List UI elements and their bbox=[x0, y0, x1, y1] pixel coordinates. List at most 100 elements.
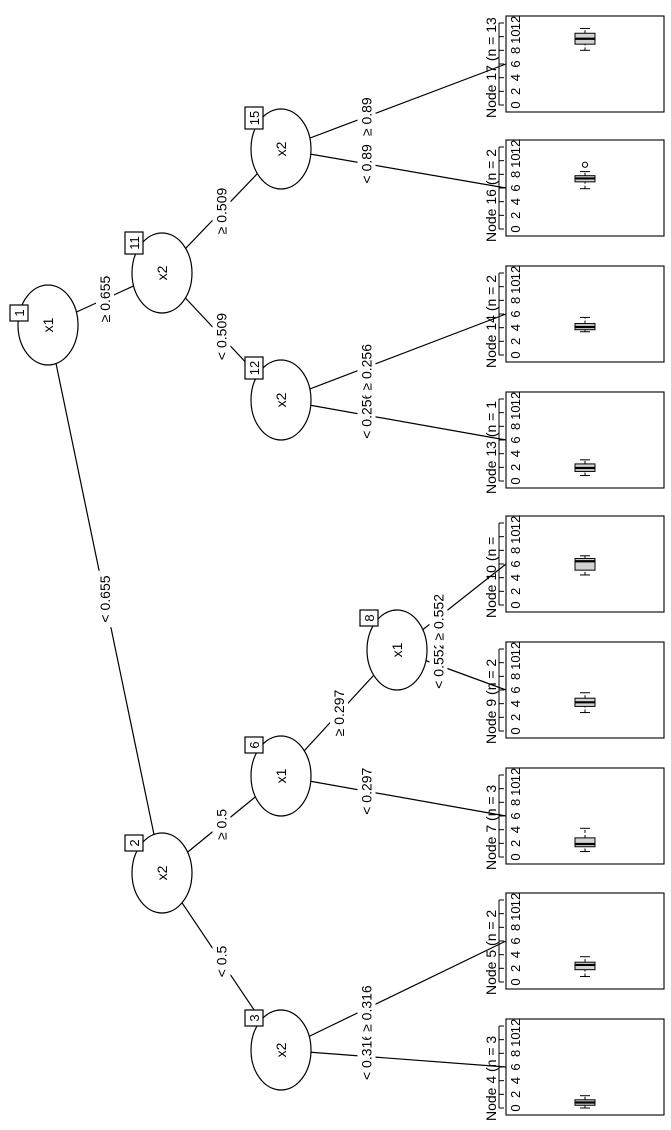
node-id-box bbox=[359, 609, 379, 627]
split-label: ≥ 0.256 bbox=[359, 344, 375, 391]
split-label: ≥ 0.316 bbox=[359, 985, 375, 1032]
edge-label-11-15: ≥ 0.509 bbox=[212, 182, 231, 240]
axis-tick-label: 2 bbox=[508, 88, 523, 95]
axis-tick-label: 6 bbox=[508, 310, 523, 317]
axis-tick-label: 10 bbox=[508, 529, 523, 543]
edge-3-4 bbox=[280, 1049, 507, 1068]
terminal-node-title: Node 9 (n = 2 bbox=[483, 659, 499, 744]
axis-tick-label: 12 bbox=[508, 1019, 523, 1033]
axis-tick-label: 2 bbox=[508, 840, 523, 847]
node-id-box bbox=[244, 736, 264, 754]
split-label: ≥ 0.5 bbox=[214, 809, 230, 840]
axis-tick-label: 12 bbox=[508, 768, 523, 782]
split-label: < 0.509 bbox=[214, 313, 230, 360]
axis-tick-label: 8 bbox=[508, 47, 523, 54]
terminal-node-title: Node 17 (n = 13) bbox=[483, 13, 499, 118]
terminal-node-title: Node 16 (n = 2 bbox=[483, 149, 499, 242]
axis-tick-label: 4 bbox=[508, 324, 523, 331]
axis-tick-label: 12 bbox=[508, 642, 523, 656]
axis-tick-label: 10 bbox=[508, 279, 523, 293]
split-label: < 0.316 bbox=[359, 1033, 375, 1080]
node-ellipse bbox=[250, 359, 312, 441]
node-id: 12 bbox=[247, 361, 262, 375]
axis-tick-label: 4 bbox=[508, 1077, 523, 1084]
axis-tick-label: 2 bbox=[508, 212, 523, 219]
label-bg bbox=[357, 762, 376, 820]
axis-tick-label: 6 bbox=[508, 686, 523, 693]
edge-label-2-3: < 0.5 bbox=[212, 940, 231, 983]
label-bg bbox=[429, 589, 448, 646]
axis-tick-label: 0 bbox=[508, 853, 523, 860]
split-variable: x2 bbox=[273, 1042, 289, 1057]
edge-label-6-7: < 0.297 bbox=[357, 762, 376, 820]
split-label: < 0.5 bbox=[214, 946, 230, 978]
label-bg bbox=[429, 636, 448, 694]
axis-tick-label: 6 bbox=[508, 1063, 523, 1070]
axis-tick-label: 4 bbox=[508, 951, 523, 958]
node-id-box bbox=[124, 834, 144, 852]
axis-tick-label: 12 bbox=[508, 893, 523, 907]
split-variable: x2 bbox=[154, 865, 170, 880]
inner-node-3: x2 3 bbox=[244, 1009, 312, 1091]
split-label: < 0.297 bbox=[359, 767, 375, 814]
axis-tick-label: 2 bbox=[508, 338, 523, 345]
node-id: 8 bbox=[362, 614, 377, 621]
node-ellipse bbox=[250, 735, 312, 817]
split-label: ≥ 0.297 bbox=[331, 689, 347, 736]
label-bg bbox=[357, 1028, 376, 1085]
label-bg bbox=[212, 803, 231, 846]
split-label: ≥ 0.655 bbox=[97, 275, 113, 322]
inner-node-2: x22 bbox=[124, 832, 193, 914]
axis-tick-label: 4 bbox=[508, 198, 523, 205]
node-ellipse bbox=[366, 609, 428, 691]
label-bg bbox=[357, 339, 376, 396]
edge-label-3-5: ≥ 0.316 bbox=[357, 980, 376, 1037]
node-id: 11 bbox=[127, 236, 142, 250]
axis-tick-label: 8 bbox=[508, 297, 523, 304]
axis-tick-label: 10 bbox=[508, 906, 523, 920]
axis-tick-label: 6 bbox=[508, 60, 523, 67]
edge-label-6-8: ≥ 0.297 bbox=[330, 684, 348, 742]
axis-tick-label: 2 bbox=[508, 965, 523, 972]
axis-tick-label: 8 bbox=[508, 547, 523, 554]
axis-tick-label: 6 bbox=[508, 436, 523, 443]
split-label: < 0.655 bbox=[97, 575, 113, 622]
boxplot-frame bbox=[505, 15, 665, 113]
split-label: ≥ 0.552 bbox=[430, 594, 446, 641]
label-bg bbox=[357, 387, 376, 444]
inner-node-1: x11 bbox=[9, 284, 79, 366]
boxplot-frame bbox=[505, 892, 665, 990]
axis-tick-label: 4 bbox=[508, 574, 523, 581]
node-id: 3 bbox=[247, 1014, 262, 1021]
axis-tick-label: 8 bbox=[508, 1050, 523, 1057]
outlier-point bbox=[581, 161, 589, 168]
axis-tick-label: 10 bbox=[508, 29, 523, 43]
axis-tick-label: 4 bbox=[508, 74, 523, 81]
axis-tick-label: 0 bbox=[508, 1104, 523, 1111]
edge-12-13 bbox=[280, 399, 507, 441]
split-label: ≥ 0.89 bbox=[359, 97, 375, 136]
boxplot-frame bbox=[505, 641, 665, 739]
edge-label-8-10: ≥ 0.552 bbox=[429, 589, 448, 646]
terminal-node-title: Node 5 (n = 2 bbox=[483, 910, 499, 995]
edge-12-14 bbox=[280, 313, 507, 401]
axis-tick-label: 0 bbox=[508, 978, 523, 985]
node-id-box bbox=[244, 356, 264, 380]
split-label: < 0.256 bbox=[359, 391, 375, 438]
